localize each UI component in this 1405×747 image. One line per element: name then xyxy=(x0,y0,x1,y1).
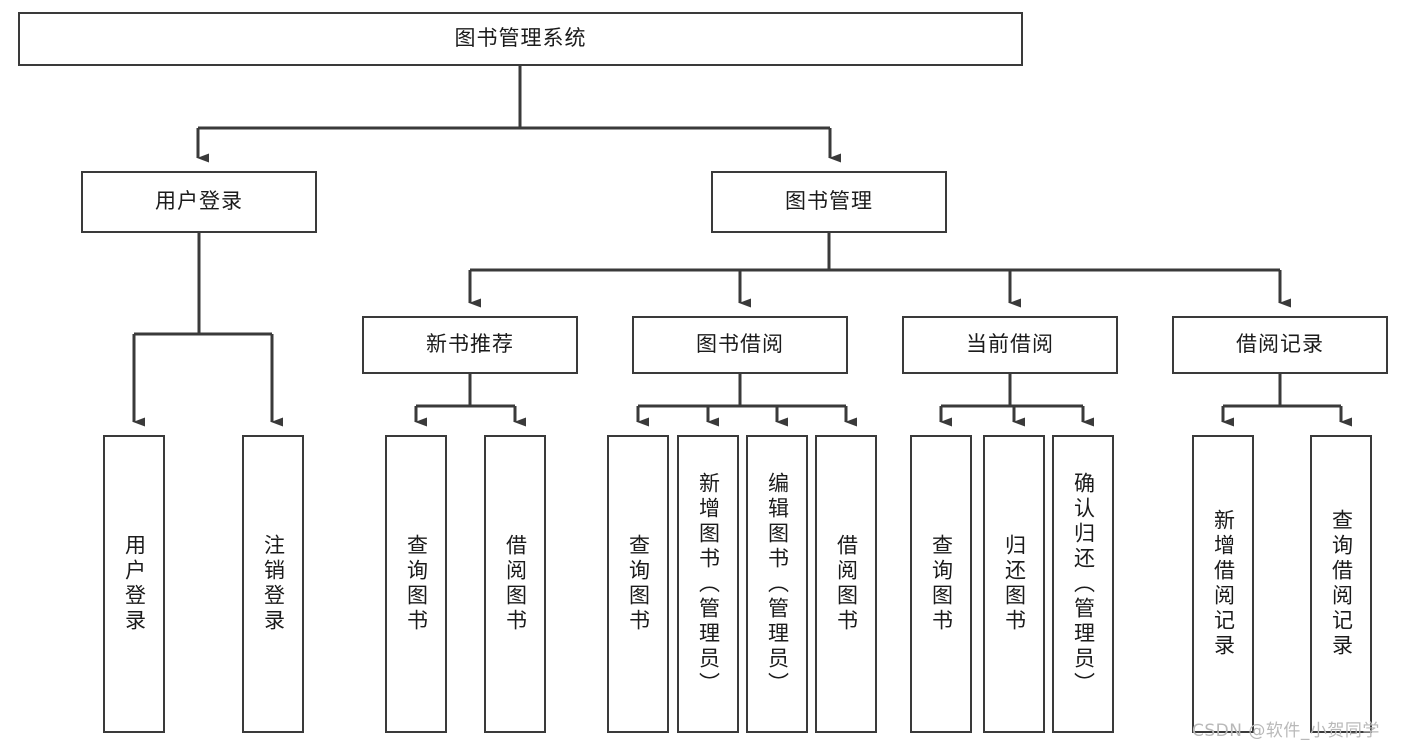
leaf-query-borrow-record[interactable]: 查询借阅记录 xyxy=(1310,435,1372,733)
leaf-edit-book-admin-label: 编辑图书（管理员） xyxy=(765,471,790,697)
node-user-login[interactable]: 用户登录 xyxy=(81,171,317,233)
leaf-user-login-label: 用户登录 xyxy=(122,534,147,634)
leaf-query-book-current-label: 查询图书 xyxy=(929,534,954,634)
leaf-edit-book-admin[interactable]: 编辑图书（管理员） xyxy=(746,435,808,733)
leaf-borrow-book-recommend-label: 借阅图书 xyxy=(503,534,528,634)
leaf-add-book-admin[interactable]: 新增图书（管理员） xyxy=(677,435,739,733)
node-book-management-label: 图书管理 xyxy=(785,189,873,214)
node-new-book-recommend-label: 新书推荐 xyxy=(426,332,514,357)
node-current-borrow[interactable]: 当前借阅 xyxy=(902,316,1118,374)
leaf-borrow-book[interactable]: 借阅图书 xyxy=(815,435,877,733)
leaf-user-login[interactable]: 用户登录 xyxy=(103,435,165,733)
leaf-query-book[interactable]: 查询图书 xyxy=(607,435,669,733)
leaf-return-book-label: 归还图书 xyxy=(1002,534,1027,634)
leaf-query-book-recommend-label: 查询图书 xyxy=(404,534,429,634)
leaf-add-book-admin-label: 新增图书（管理员） xyxy=(696,471,721,697)
leaf-query-borrow-record-label: 查询借阅记录 xyxy=(1329,509,1354,659)
leaf-confirm-return-admin-label: 确认归还（管理员） xyxy=(1071,471,1096,697)
node-book-borrow-label: 图书借阅 xyxy=(696,332,784,357)
leaf-add-borrow-record[interactable]: 新增借阅记录 xyxy=(1192,435,1254,733)
leaf-user-logout-label: 注销登录 xyxy=(261,534,286,634)
node-new-book-recommend[interactable]: 新书推荐 xyxy=(362,316,578,374)
leaf-confirm-return-admin[interactable]: 确认归还（管理员） xyxy=(1052,435,1114,733)
node-book-management[interactable]: 图书管理 xyxy=(711,171,947,233)
node-user-login-label: 用户登录 xyxy=(155,189,243,214)
leaf-return-book[interactable]: 归还图书 xyxy=(983,435,1045,733)
node-borrow-record-label: 借阅记录 xyxy=(1236,332,1324,357)
node-root-label: 图书管理系统 xyxy=(454,26,587,51)
leaf-query-book-recommend[interactable]: 查询图书 xyxy=(385,435,447,733)
node-root[interactable]: 图书管理系统 xyxy=(18,12,1023,66)
leaf-user-logout[interactable]: 注销登录 xyxy=(242,435,304,733)
leaf-borrow-book-label: 借阅图书 xyxy=(834,534,859,634)
watermark: CSDN @软件_小贺同学 xyxy=(1192,721,1380,741)
leaf-query-book-label: 查询图书 xyxy=(626,534,651,634)
leaf-add-borrow-record-label: 新增借阅记录 xyxy=(1211,509,1236,659)
leaf-query-book-current[interactable]: 查询图书 xyxy=(910,435,972,733)
node-book-borrow[interactable]: 图书借阅 xyxy=(632,316,848,374)
leaf-borrow-book-recommend[interactable]: 借阅图书 xyxy=(484,435,546,733)
node-borrow-record[interactable]: 借阅记录 xyxy=(1172,316,1388,374)
node-current-borrow-label: 当前借阅 xyxy=(966,332,1054,357)
